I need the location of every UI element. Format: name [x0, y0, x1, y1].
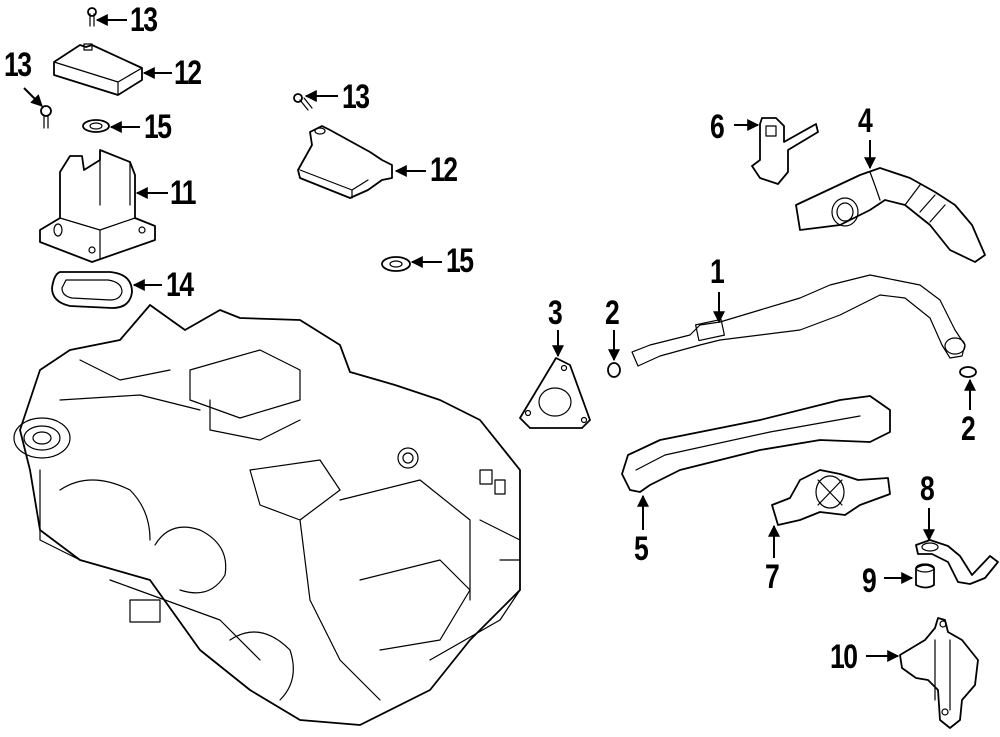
callout-12-middle[interactable]: 12 [430, 151, 458, 189]
callout-11[interactable]: 11 [170, 174, 196, 212]
part-2-oring-right[interactable] [959, 366, 977, 378]
part-13-bolt-left[interactable] [40, 105, 52, 129]
part-5-hose[interactable] [621, 395, 891, 493]
part-12-module-middle[interactable] [297, 125, 393, 199]
callout-14[interactable]: 14 [166, 266, 194, 304]
part-1-pipe[interactable] [631, 274, 966, 367]
part-2-oring-left[interactable] [607, 362, 621, 378]
part-11-bracket[interactable] [39, 149, 156, 263]
part-8-bracket[interactable] [915, 539, 999, 585]
engine-assembly[interactable] [13, 304, 521, 726]
leader-13b [23, 87, 43, 107]
part-12-module-left[interactable] [53, 43, 143, 96]
callout-13-left[interactable]: 13 [4, 46, 32, 84]
callout-5[interactable]: 5 [634, 530, 649, 568]
callout-3[interactable]: 3 [548, 294, 563, 332]
part-4-hose[interactable] [795, 167, 986, 263]
part-15-seal-left[interactable] [82, 119, 110, 133]
part-3-flange-gasket[interactable] [519, 357, 591, 429]
part-14-gasket[interactable] [51, 271, 133, 309]
callout-13-top[interactable]: 13 [130, 1, 158, 39]
part-7-sensor[interactable] [771, 469, 891, 526]
callout-7[interactable]: 7 [765, 558, 780, 596]
callout-2-left[interactable]: 2 [605, 294, 620, 332]
callout-1[interactable]: 1 [710, 253, 725, 291]
callout-10[interactable]: 10 [830, 638, 858, 676]
callout-15-middle[interactable]: 15 [446, 242, 474, 280]
callout-6[interactable]: 6 [710, 108, 725, 146]
callout-15-left[interactable]: 15 [144, 108, 172, 146]
callout-2-right[interactable]: 2 [961, 410, 976, 448]
part-13-bolt-top[interactable] [87, 7, 97, 27]
callout-4[interactable]: 4 [858, 102, 873, 140]
callout-8[interactable]: 8 [920, 470, 935, 508]
part-15-seal-middle[interactable] [381, 256, 411, 272]
callout-13-middle[interactable]: 13 [342, 78, 370, 116]
part-10-sensor-bracket[interactable] [899, 617, 979, 729]
part-9-grommet[interactable] [915, 563, 935, 589]
part-13-bolt-middle[interactable] [293, 93, 313, 111]
callout-9[interactable]: 9 [862, 562, 877, 600]
part-6-clip[interactable] [751, 117, 819, 185]
callout-12-left[interactable]: 12 [174, 54, 202, 92]
